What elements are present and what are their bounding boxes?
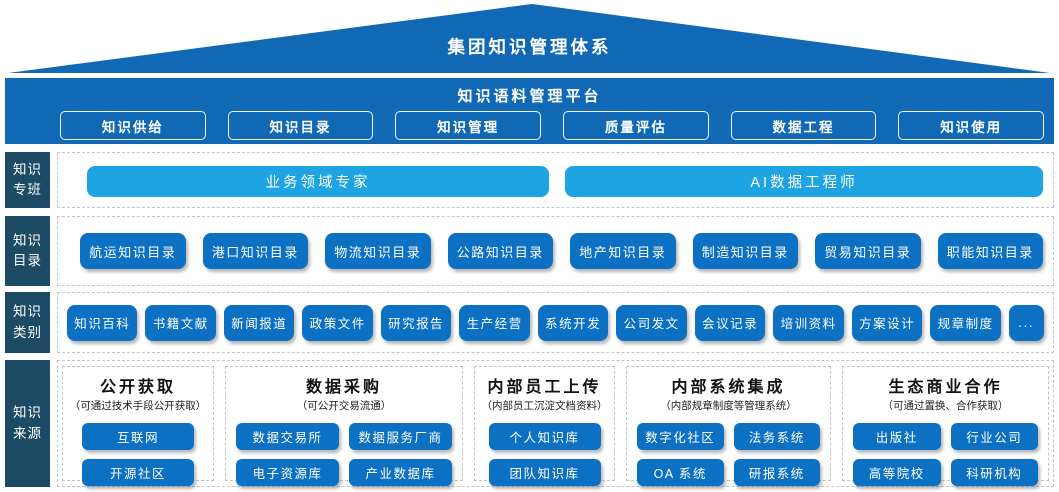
category-button[interactable]: 生产经营	[459, 304, 530, 341]
source-button[interactable]: 出版社	[853, 423, 941, 450]
source-button[interactable]: 高等院校	[853, 459, 941, 486]
source-group-note: （内部规章制度等管理系统）	[660, 400, 797, 412]
category-button[interactable]: 知识百科	[67, 304, 138, 341]
source-group-data-purchase: 数据采购 （可公开交易流通） 数据交易所数据服务厂商电子资源库产业数据库	[225, 366, 463, 486]
source-button[interactable]: 数字化社区	[637, 423, 724, 450]
knowledge-team-buttons: 业务领域专家 AI数据工程师	[58, 153, 1053, 197]
platform-band: 知识语料管理平台 知识供给知识目录知识管理质量评估数据工程知识使用	[5, 78, 1054, 144]
catalog-button[interactable]: 物流知识目录	[325, 233, 431, 269]
category-button[interactable]: ...	[1008, 304, 1045, 341]
row-label-knowledge-category: 知识 类别	[5, 292, 50, 353]
category-button[interactable]: 公司发文	[616, 304, 687, 341]
source-group-eco-business: 生态商业合作 （可通过置换、合作获取） 出版社行业公司高等院校科研机构	[842, 366, 1049, 486]
source-group-note: （可通过技术手段公开获取）	[69, 400, 207, 412]
source-group-title: 内部员工上传	[487, 379, 602, 396]
catalog-button[interactable]: 公路知识目录	[447, 233, 553, 269]
page-title: 集团知识管理体系	[447, 37, 612, 57]
platform-module-button[interactable]: 知识供给	[60, 111, 206, 140]
source-button[interactable]: 行业公司	[950, 423, 1038, 450]
source-button[interactable]: 科研机构	[950, 459, 1038, 486]
platform-buttons: 知识供给知识目录知识管理质量评估数据工程知识使用	[60, 111, 1045, 140]
category-button[interactable]: 系统开发	[537, 304, 609, 341]
platform-module-button[interactable]: 数据工程	[730, 111, 877, 140]
source-group-title: 公开获取	[99, 379, 176, 396]
platform-module-button[interactable]: 知识目录	[227, 111, 374, 140]
catalog-button[interactable]: 地产知识目录	[570, 233, 676, 269]
knowledge-catalog-buttons: 航运知识目录港口知识目录物流知识目录公路知识目录地产知识目录制造知识目录贸易知识…	[58, 217, 1053, 285]
row-knowledge-category: 知识百科书籍文献新闻报道政策文件研究报告生产经营系统开发公司发文会议记录培训资料…	[57, 292, 1054, 353]
category-button[interactable]: 培训资料	[773, 304, 844, 341]
category-button[interactable]: 书籍文献	[145, 304, 216, 341]
catalog-button[interactable]: 港口知识目录	[202, 233, 308, 269]
source-group-public-acquisition: 公开获取 （可通过技术手段公开获取） 互联网开源社区	[62, 366, 214, 486]
source-group-internal-systems: 内部系统集成 （内部规章制度等管理系统） 数字化社区法务系统 OA 系统研报系统	[626, 366, 831, 486]
row-knowledge-catalog: 航运知识目录港口知识目录物流知识目录公路知识目录地产知识目录制造知识目录贸易知识…	[57, 216, 1054, 286]
source-button[interactable]: 团队知识库	[488, 459, 601, 486]
platform-module-button[interactable]: 质量评估	[563, 111, 709, 140]
platform-module-button[interactable]: 知识使用	[898, 111, 1045, 140]
catalog-button[interactable]: 职能知识目录	[937, 233, 1043, 269]
source-group-note: （内部员工沉淀文档资料）	[481, 400, 608, 412]
source-group-note: （可公开交易流通）	[296, 400, 392, 412]
category-button[interactable]: 新闻报道	[223, 304, 295, 341]
source-group-employee-upload: 内部员工上传 （内部员工沉淀文档资料） 个人知识库团队知识库	[474, 366, 615, 486]
source-button[interactable]: 数据服务厂商	[349, 423, 452, 450]
source-group-title: 生态商业合作	[888, 379, 1003, 396]
knowledge-category-buttons: 知识百科书籍文献新闻报道政策文件研究报告生产经营系统开发公司发文会议记录培训资料…	[58, 293, 1053, 352]
platform-title: 知识语料管理平台	[457, 88, 602, 105]
row-knowledge-team: 业务领域专家 AI数据工程师	[57, 152, 1054, 208]
category-button[interactable]: 政策文件	[302, 304, 373, 341]
row-label-knowledge-team: 知识 专班	[5, 152, 50, 208]
source-button[interactable]: 法务系统	[733, 423, 820, 450]
source-group-note: （可通过置换、合作获取）	[882, 400, 1009, 412]
source-button[interactable]: 电子资源库	[236, 459, 339, 486]
category-button[interactable]: 研究报告	[380, 304, 452, 341]
catalog-button[interactable]: 贸易知识目录	[815, 233, 921, 269]
catalog-button[interactable]: 制造知识目录	[692, 233, 798, 269]
row-label-knowledge-catalog: 知识 目录	[5, 216, 50, 286]
row-knowledge-source: 公开获取 （可通过技术手段公开获取） 互联网开源社区 数据采购 （可公开交易流通…	[57, 360, 1054, 487]
row-label-knowledge-source: 知识 来源	[5, 360, 50, 487]
source-button[interactable]: 产业数据库	[349, 459, 452, 486]
category-button[interactable]: 会议记录	[694, 304, 766, 341]
source-button[interactable]: 个人知识库	[488, 423, 601, 450]
source-button[interactable]: 开源社区	[82, 459, 194, 486]
platform-module-button[interactable]: 知识管理	[395, 111, 542, 140]
source-button[interactable]: 研报系统	[733, 459, 820, 486]
source-button[interactable]: OA 系统	[637, 459, 724, 486]
source-button[interactable]: 数据交易所	[236, 423, 339, 450]
expert-role-button[interactable]: AI数据工程师	[565, 166, 1043, 197]
category-button[interactable]: 规章制度	[930, 304, 1001, 341]
expert-role-button[interactable]: 业务领域专家	[87, 166, 549, 197]
category-button[interactable]: 方案设计	[851, 304, 923, 341]
catalog-button[interactable]: 航运知识目录	[80, 233, 186, 269]
source-group-title: 数据采购	[305, 379, 382, 396]
source-button[interactable]: 互联网	[82, 423, 194, 450]
source-group-title: 内部系统集成	[671, 379, 786, 396]
